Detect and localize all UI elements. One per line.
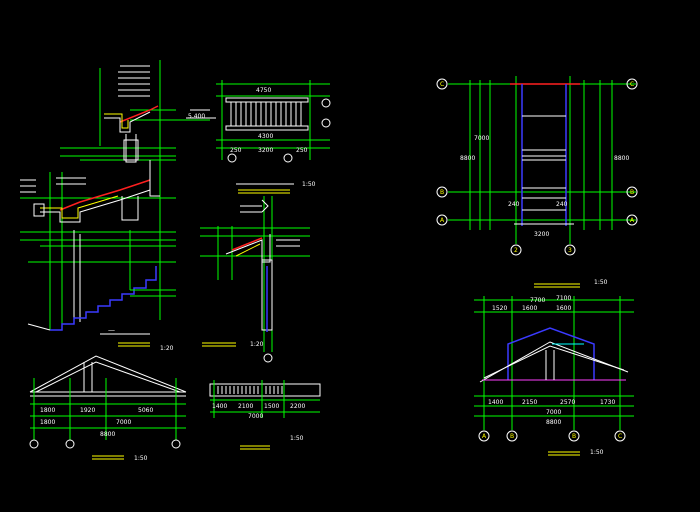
plan-axis-B-right — [626, 186, 638, 198]
plan-dim-left-8800: 8800 — [460, 155, 475, 162]
elevation-bottom-mid: 1400 2100 1500 2200 7000 1:50 — [209, 380, 321, 450]
dim-mid-2200: 2200 — [290, 403, 305, 410]
sec-axis-B2 — [568, 430, 580, 442]
sec-dim-1520: 1520 — [492, 305, 507, 312]
scale-label-stair: 1:20 — [160, 345, 174, 352]
sec-dim-1600b: 1600 — [556, 305, 571, 312]
sec-dim-1600a: 1600 — [522, 305, 537, 312]
plan-axis-label-C-left: C — [440, 81, 444, 88]
plan-axis-label-A-left: A — [440, 217, 445, 224]
sec-axis-label-B: B — [510, 433, 514, 440]
sec-axis-label-A: A — [482, 433, 487, 440]
plan-axis-B-left — [436, 186, 448, 198]
sec-dim-1400: 1400 — [488, 399, 503, 406]
stair-section-caption: — — [108, 326, 115, 334]
dim-mid-1400: 1400 — [212, 403, 227, 410]
scale-label-roof-left: 1:50 — [134, 455, 148, 462]
sec-dim-1730: 1730 — [600, 399, 615, 406]
axis-marker-C-top — [321, 118, 331, 128]
axis-marker-2-top — [227, 153, 237, 163]
dim-bottom-7000: 7000 — [116, 419, 131, 426]
dimension-250a: 250 — [230, 147, 242, 154]
plan-axis-C-left — [436, 78, 448, 90]
floor-plan-top-right: 7000 8800 8800 3200 240 240 C B A C B A … — [436, 76, 638, 288]
plan-axis-label-2: 2 — [514, 247, 518, 254]
dim-mid-7000: 7000 — [248, 413, 263, 420]
scale-label-plan: 1:50 — [594, 279, 608, 286]
sec-dim-8800: 8800 — [546, 419, 561, 426]
plan-dim-right-8800: 8800 — [614, 155, 629, 162]
section-4-4-bottom-right: 7700 7100 1520 1600 1600 1400 2150 2570 … — [474, 295, 634, 456]
stair-detail-left-mid — [20, 160, 176, 330]
sec-axis-C — [614, 430, 626, 442]
plan-axis-A-left — [436, 214, 448, 226]
dimension-3200: 3200 — [258, 147, 273, 154]
dimension-4750: 4750 — [256, 87, 271, 94]
plan-dim-240b: 240 — [556, 201, 568, 208]
plan-axis-label-B-right: B — [630, 189, 634, 196]
plan-dim-240a: 240 — [508, 201, 520, 208]
plan-axis-A-right — [626, 214, 638, 226]
axis-marker-A-top — [321, 98, 331, 108]
sec-dim-2150: 2150 — [522, 399, 537, 406]
plan-axis-label-3: 3 — [568, 247, 572, 254]
scale-label-section: 1:50 — [590, 449, 604, 456]
scale-label-3-3: 1:20 — [250, 341, 264, 348]
plan-dim-3200: 3200 — [534, 231, 549, 238]
axis-marker-section-3-3 — [263, 353, 273, 363]
sec-axis-A — [478, 430, 490, 442]
dim-bottom-1920: 1920 — [80, 407, 95, 414]
sec-axis-label-C: C — [618, 433, 622, 440]
stair-steps-lower: — 1:20 — [27, 230, 176, 352]
elevation-label: 5.400 — [188, 113, 205, 120]
plan-axis-C-right — [626, 78, 638, 90]
scale-label-railing: 1:50 — [302, 181, 316, 188]
railing-elevation: 4750 4300 3200 250 250 1:50 — [216, 80, 331, 194]
plan-axis-2-bottom — [510, 244, 522, 256]
axis-marker-bl-3 — [171, 439, 181, 449]
axis-marker-bl-1 — [29, 439, 39, 449]
stair-detail-top-left: 5.400 — [60, 60, 216, 320]
dimension-4300: 4300 — [258, 133, 273, 140]
axis-marker-3-top — [283, 153, 293, 163]
dim-bottom-1800b: 1800 — [40, 419, 55, 426]
dim-bottom-1800a: 1800 — [40, 407, 55, 414]
sec-dim-7100: 7100 — [556, 295, 571, 302]
dim-bottom-8800: 8800 — [100, 431, 115, 438]
plan-axis-3-bottom — [564, 244, 576, 256]
sec-dim-7700: 7700 — [530, 297, 545, 304]
dimension-250b: 250 — [296, 147, 308, 154]
plan-dim-7000: 7000 — [474, 135, 489, 142]
plan-axis-label-C-right: C — [630, 81, 634, 88]
roof-elevation-bottom-left: 1800 1920 5060 1800 7000 8800 1:50 — [29, 355, 187, 462]
sec-dim-2570: 2570 — [560, 399, 575, 406]
plan-axis-label-A-right: A — [630, 217, 635, 224]
sec-axis-label-B2: B — [572, 433, 576, 440]
sec-axis-B — [506, 430, 518, 442]
axis-marker-bl-2 — [65, 439, 75, 449]
plan-axis-label-B-left: B — [440, 189, 444, 196]
dim-mid-2100: 2100 — [238, 403, 253, 410]
scale-label-elev-mid: 1:50 — [290, 435, 304, 442]
dim-bottom-5060: 5060 — [138, 407, 153, 414]
section-3-3-detail: 1:20 — [200, 196, 310, 363]
dim-mid-1500: 1500 — [264, 403, 279, 410]
sec-dim-7000: 7000 — [546, 409, 561, 416]
